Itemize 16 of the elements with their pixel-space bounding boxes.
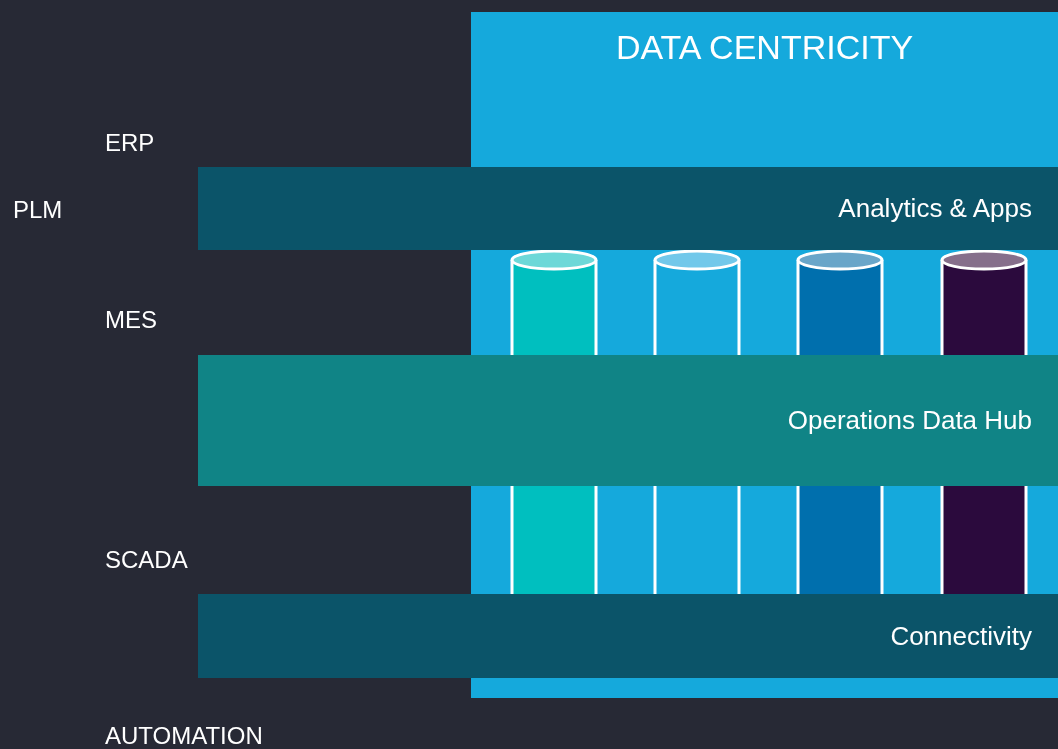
layer-name: PLM [13,196,63,224]
layer-label: Analytics & Apps [838,193,1032,224]
cylinder-shape [939,248,1029,355]
layer-band [198,167,1058,250]
cylinder-shape [795,248,885,355]
layer-label: Connectivity [890,620,1032,652]
layer-label: Operations Data Hub [787,405,1032,436]
panel-title: DATA CENTRICITY [614,28,915,67]
cylinder-shape [652,248,742,355]
layer-name: ERP [105,129,155,157]
cylinder-shape [509,248,599,355]
layer-band [198,594,1058,678]
layer-band [198,355,1058,486]
layer-name: SCADA [105,546,188,574]
layer-name: MES [105,306,157,334]
layer-name: AUTOMATION [105,722,263,749]
